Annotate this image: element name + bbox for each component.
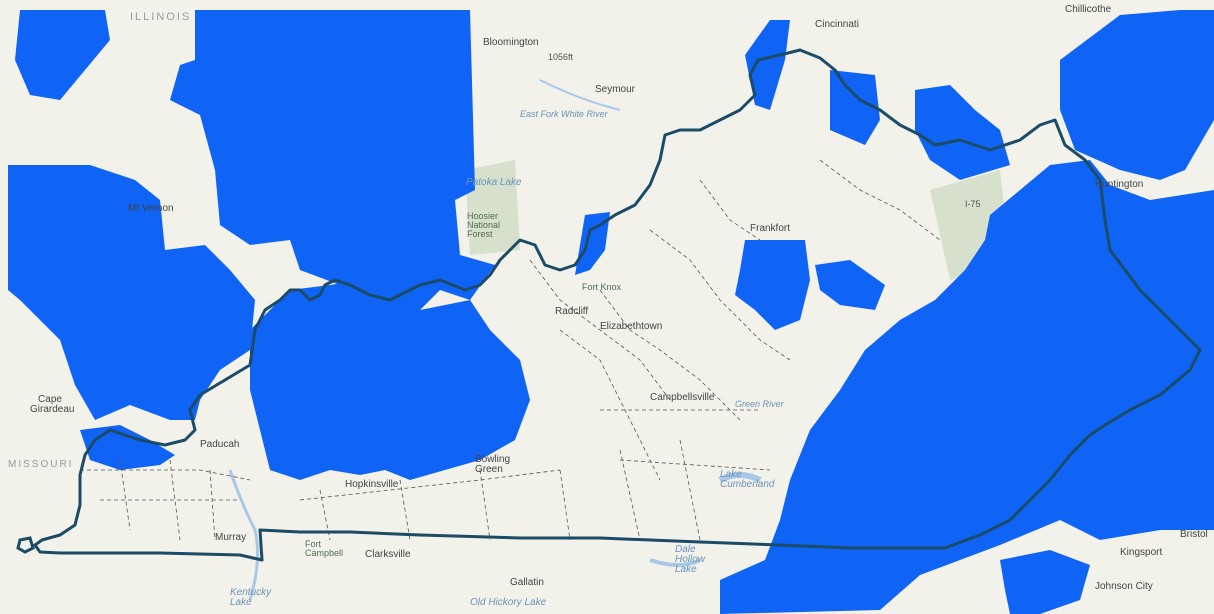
label-chillicothe: Chillicothe [1065,4,1112,15]
label-murray: Murray [215,532,247,543]
label-cape-girardeau: Cape Girardeau [30,394,75,415]
coverage-indiana-nw [15,10,110,100]
coverage-frankfort-w [735,240,810,330]
label-dale-hollow-lake: Dale Hollow Lake [675,544,706,575]
label-campbellsville: Campbellsville [650,392,715,403]
label-elizabethtown: Elizabethtown [600,321,663,332]
label-missouri: MISSOURI [8,459,74,470]
label-patoka-lake: Patoka Lake [466,177,522,188]
label-gallatin: Gallatin [510,577,544,588]
label-hoosier-forest: Hoosier National Forest [467,211,501,239]
label-kingsport: Kingsport [1120,547,1163,558]
coverage-ky-west [250,280,530,480]
label-mt-vernon: Mt Vernon [128,203,174,214]
coverage-illinois [8,165,255,420]
label-radcliff: Radcliff [555,306,589,317]
kentucky-bend [16,536,35,554]
label-cincinnati: Cincinnati [815,19,859,30]
label-illinois: ILLINOIS [130,11,192,23]
water-features [228,79,762,601]
label-kentucky-lake: Kentucky Lake [230,587,272,608]
label-green-river: Green River [735,399,784,409]
label-seymour: Seymour [595,84,636,95]
label-fort-campbell: Fort Campbell [305,539,344,558]
label-paducah: Paducah [200,439,240,450]
coverage-ohio-e [1060,10,1214,180]
county-lines [80,159,941,541]
coverage-frankfort-e [815,260,885,310]
label-elevation: 1056ft [548,52,574,62]
coverage-areas [8,10,1214,614]
label-frankfort: Frankfort [750,223,791,234]
label-johnson-city: Johnson City [1095,581,1153,592]
forest-areas [465,160,1010,280]
coverage-ky-east [720,160,1214,614]
label-bloomington: Bloomington [483,37,539,48]
label-huntington: Huntington [1095,179,1144,190]
label-hopkinsville: Hopkinsville [345,479,399,490]
coverage-ohio-ne [915,85,1010,180]
label-lake-cumberland: Lake Cumberland [720,469,775,490]
coverage-cincinnati [745,20,790,110]
label-clarksville: Clarksville [365,549,411,560]
label-east-fork-white-river: East Fork White River [520,109,608,119]
coverage-indiana-sw [170,10,495,320]
coverage-ohio-n [830,70,880,145]
label-bowling-green: Bowling Green [475,454,511,475]
label-fort-knox: Fort Knox [582,282,622,292]
kentucky-border [33,48,1202,562]
label-bristol: Bristol [1180,529,1208,540]
coverage-tn-east [1000,550,1090,614]
coverage-illinois-tip [80,425,175,470]
coverage-indiana-river [575,212,610,275]
label-old-hickory-lake: Old Hickory Lake [470,597,547,608]
label-i75: I-75 [965,199,981,209]
